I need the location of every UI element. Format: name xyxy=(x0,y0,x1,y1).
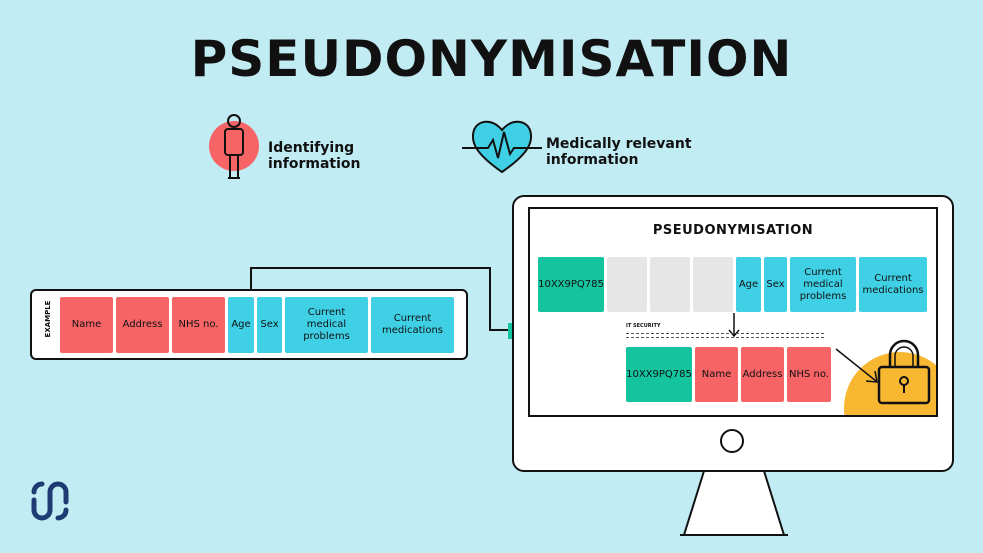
monitor-screen: PSEUDONYMISATION 10XX9PQ785 Age Sex Curr… xyxy=(528,207,938,417)
monitor-power-button xyxy=(720,429,744,453)
redacted-field-3 xyxy=(693,257,733,312)
example-field-age: Age xyxy=(228,297,254,353)
arrow-diagonal-icon xyxy=(835,348,878,383)
example-field-problems: Current medical problems xyxy=(285,297,368,353)
lock-icon xyxy=(877,339,931,405)
example-field-nhs: NHS no. xyxy=(172,297,225,353)
heart-pulse-icon xyxy=(462,120,542,174)
example-label: EXAMPLE xyxy=(44,300,52,338)
legend-identifying: Identifying information xyxy=(208,112,448,182)
top-field-age: Age xyxy=(736,257,761,312)
legend-medical-label: Medically relevant information xyxy=(546,136,692,168)
example-field-sex: Sex xyxy=(257,297,282,353)
page-title: PSEUDONYMISATION xyxy=(190,30,793,88)
bottom-field-name: Name xyxy=(695,347,738,402)
person-icon xyxy=(209,114,259,179)
legend-medical: Medically relevant information xyxy=(462,112,782,182)
top-field-medications: Current medications xyxy=(859,257,927,312)
redacted-field-2 xyxy=(650,257,690,312)
pseudonym-id-bottom: 10XX9PQ785 xyxy=(626,347,692,402)
redacted-field-1 xyxy=(607,257,647,312)
it-security-label: IT SECURITY xyxy=(626,323,661,329)
example-card: EXAMPLE Name Address NHS no. Age Sex Cur… xyxy=(30,289,468,360)
legend-identifying-label: Identifying information xyxy=(268,140,361,172)
example-field-address: Address xyxy=(116,297,169,353)
monitor: PSEUDONYMISATION 10XX9PQ785 Age Sex Curr… xyxy=(512,195,956,553)
bottom-field-nhs: NHS no. xyxy=(787,347,831,402)
bottom-field-address: Address xyxy=(741,347,784,402)
top-field-sex: Sex xyxy=(764,257,787,312)
pseudonym-id-top: 10XX9PQ785 xyxy=(538,257,604,312)
monitor-title: PSEUDONYMISATION xyxy=(652,223,814,238)
example-field-name: Name xyxy=(60,297,113,353)
top-field-problems: Current medical problems xyxy=(790,257,856,312)
it-security-line-1 xyxy=(626,333,824,334)
it-security-line-2 xyxy=(626,337,824,338)
example-field-medications: Current medications xyxy=(371,297,454,353)
arrow-down-icon xyxy=(728,313,740,338)
logo-icon xyxy=(31,481,69,521)
